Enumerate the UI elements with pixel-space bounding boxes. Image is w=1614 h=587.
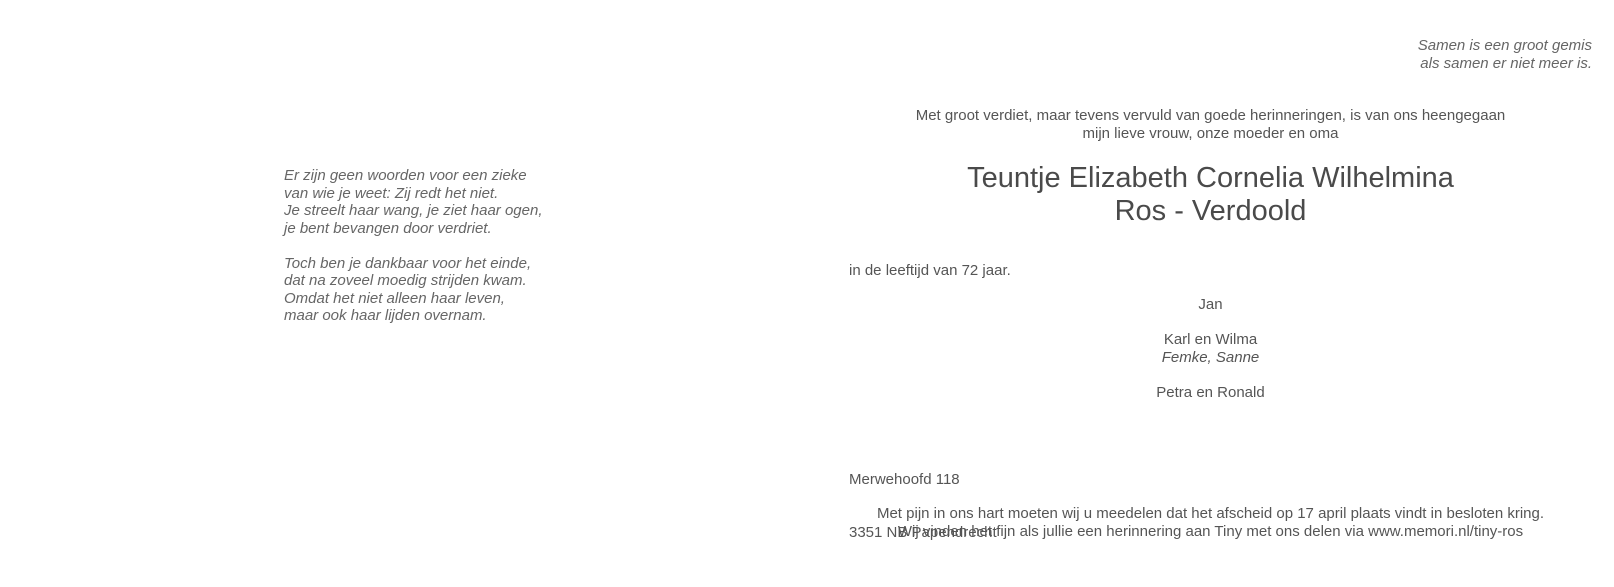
announcement-intro: Met groot verdiet, maar tevens vervuld v…: [807, 107, 1614, 142]
grandchildren-names: Femke, Sanne: [1161, 348, 1260, 366]
family-name: Ros - Verdoold: [1114, 195, 1307, 227]
notice-line: Met pijn in ons hart moeten wij u meedel…: [876, 505, 1545, 522]
left-page: Er zijn geen woorden voor een zieke van …: [284, 167, 543, 342]
intro-line: mijn lieve vrouw, onze moeder en oma: [1082, 124, 1339, 142]
poem-line: Er zijn geen woorden voor een zieke: [284, 167, 527, 184]
poem-line: Je streelt haar wang, je ziet haar ogen,: [284, 202, 543, 219]
poem-line: Omdat het niet alleen haar leven,: [284, 289, 505, 307]
motto-line: Samen is een groot gemis: [1417, 37, 1592, 54]
family-group-child1: Karl en Wilma Femke, Sanne: [807, 331, 1614, 366]
given-names: Teuntje Elizabeth Cornelia Wilhelmina: [967, 162, 1454, 194]
deceased-name: Teuntje Elizabeth Cornelia Wilhelmina Ro…: [807, 162, 1614, 228]
poem-line: dat na zoveel moedig strijden kwam.: [284, 272, 527, 289]
motto-line: als samen er niet meer is.: [1420, 54, 1592, 72]
age-line: in de leeftijd van 72 jaar.: [849, 262, 1011, 279]
notice-line: Wij vinden het fijn als jullie een herin…: [897, 522, 1524, 540]
poem-line: Toch ben je dankbaar voor het einde,: [284, 254, 532, 272]
address: Merwehoofd 118 3351 NB Papendrecht: [849, 436, 997, 576]
motto: Samen is een groot gemis als samen er ni…: [1418, 37, 1592, 72]
intro-line: Met groot verdiet, maar tevens vervuld v…: [915, 107, 1506, 124]
street-address: Merwehoofd 118: [849, 471, 960, 488]
poem-stanza: Toch ben je dankbaar voor het einde, dat…: [284, 255, 543, 325]
poem-line: je bent bevangen door verdriet.: [284, 219, 492, 237]
family-list: Jan Karl en Wilma Femke, Sanne Petra en …: [807, 296, 1614, 419]
child-names: Petra en Ronald: [1156, 383, 1265, 401]
poem-stanza: Er zijn geen woorden voor een zieke van …: [284, 167, 543, 237]
poem: Er zijn geen woorden voor een zieke van …: [284, 167, 543, 342]
poem-line: van wie je weet: Zij redt het niet.: [284, 184, 499, 202]
postal-city: 3351 NB Papendrecht: [849, 523, 997, 541]
poem-line: maar ook haar lijden overnam.: [284, 307, 487, 324]
family-group-child2: Petra en Ronald: [807, 384, 1614, 402]
child-names: Karl en Wilma: [1163, 331, 1258, 348]
family-group-spouse: Jan: [807, 296, 1614, 314]
funeral-notice: Met pijn in ons hart moeten wij u meedel…: [807, 505, 1614, 540]
spouse-name: Jan: [1198, 296, 1223, 313]
right-page: Samen is een groot gemis als samen er ni…: [807, 0, 1614, 587]
